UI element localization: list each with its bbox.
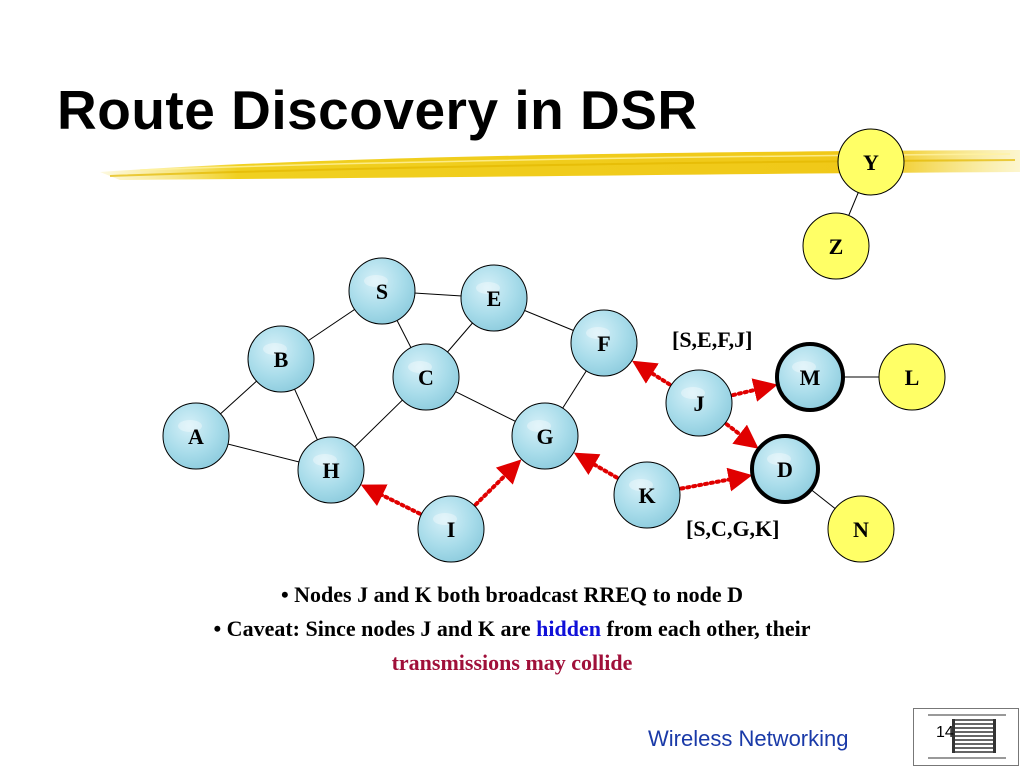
node-texture-I bbox=[433, 513, 457, 525]
node-E: E bbox=[460, 264, 528, 332]
node-label-F: F bbox=[597, 331, 610, 356]
node-texture-J bbox=[681, 387, 705, 399]
node-texture-F bbox=[586, 327, 610, 339]
node-circle-G bbox=[511, 402, 579, 470]
node-label-K: K bbox=[638, 483, 655, 508]
node-label-E: E bbox=[487, 286, 502, 311]
node-F: F bbox=[570, 309, 638, 377]
node-texture-K bbox=[629, 479, 653, 491]
node-circle-Y bbox=[837, 128, 905, 196]
arrow-J-to-D bbox=[724, 422, 759, 449]
slide-title: Route Discovery in DSR bbox=[57, 79, 698, 141]
node-L: L bbox=[878, 343, 946, 411]
node-texture-A bbox=[178, 420, 202, 432]
arrow-I-to-G bbox=[473, 459, 522, 507]
node-label-J: J bbox=[694, 391, 705, 416]
arrow-J-to-M bbox=[731, 378, 778, 402]
node-label-Z: Z bbox=[829, 234, 844, 259]
node-Y: Y bbox=[837, 128, 905, 196]
bullet-list: • Nodes J and K both broadcast RREQ to n… bbox=[0, 578, 1024, 680]
node-H: H bbox=[297, 436, 365, 504]
node-label-H: H bbox=[322, 458, 339, 483]
arrow-K-to-D bbox=[679, 467, 753, 492]
node-circle-I bbox=[417, 495, 485, 563]
node-K: K bbox=[613, 461, 681, 529]
footer-text: Wireless Networking bbox=[648, 726, 849, 751]
node-circle-A bbox=[162, 402, 230, 470]
node-J: J bbox=[665, 369, 733, 437]
node-texture-D bbox=[767, 453, 791, 465]
node-circle-M bbox=[775, 342, 845, 412]
node-texture-C bbox=[408, 361, 432, 373]
node-circle-H bbox=[297, 436, 365, 504]
node-G: G bbox=[511, 402, 579, 470]
route-label-j: [S,E,F,J] bbox=[672, 327, 753, 352]
node-label-N: N bbox=[853, 517, 869, 542]
bullet-2-hidden-word: hidden bbox=[536, 616, 601, 641]
node-texture-S bbox=[364, 275, 388, 287]
node-B: B bbox=[247, 325, 315, 393]
arrow-K-to-G bbox=[573, 452, 619, 480]
page-number: 14 bbox=[936, 724, 954, 741]
node-texture-H bbox=[313, 454, 337, 466]
bullet-1: • Nodes J and K both broadcast RREQ to n… bbox=[280, 582, 744, 607]
university-logo bbox=[913, 708, 1019, 766]
node-S: S bbox=[348, 257, 416, 325]
node-label-G: G bbox=[536, 424, 553, 449]
node-circle-C bbox=[392, 343, 460, 411]
node-circle-Z bbox=[802, 212, 870, 280]
bullet-2-post: from each other, their bbox=[600, 616, 811, 641]
node-I: I bbox=[417, 495, 485, 563]
node-M: M bbox=[775, 342, 845, 412]
arrow-J-to-F bbox=[632, 360, 672, 387]
bullet-2-pre: • Caveat: Since nodes J and K are bbox=[213, 616, 537, 641]
node-Z: Z bbox=[802, 212, 870, 280]
node-texture-E bbox=[476, 282, 500, 294]
node-label-S: S bbox=[376, 279, 388, 304]
node-texture-M bbox=[792, 361, 816, 373]
node-circle-K bbox=[613, 461, 681, 529]
node-circle-N bbox=[827, 495, 895, 563]
node-C: C bbox=[392, 343, 460, 411]
node-A: A bbox=[162, 402, 230, 470]
node-label-L: L bbox=[905, 365, 920, 390]
node-texture-G bbox=[527, 420, 551, 432]
node-label-D: D bbox=[777, 457, 793, 482]
node-circle-E bbox=[460, 264, 528, 332]
node-circle-B bbox=[247, 325, 315, 393]
node-label-C: C bbox=[418, 365, 434, 390]
node-label-I: I bbox=[447, 517, 456, 542]
node-texture-B bbox=[263, 343, 287, 355]
node-circle-F bbox=[570, 309, 638, 377]
node-label-A: A bbox=[188, 424, 204, 449]
node-label-Y: Y bbox=[863, 150, 879, 175]
node-label-M: M bbox=[800, 365, 821, 390]
bullet-2: • Caveat: Since nodes J and K are hidden… bbox=[0, 612, 1024, 646]
node-label-B: B bbox=[274, 347, 289, 372]
node-N: N bbox=[827, 495, 895, 563]
node-circle-L bbox=[878, 343, 946, 411]
bullet-3: transmissions may collide bbox=[391, 650, 633, 675]
node-circle-S bbox=[348, 257, 416, 325]
route-label-k: [S,C,G,K] bbox=[686, 516, 780, 541]
node-D: D bbox=[750, 434, 820, 504]
arrow-I-to-H bbox=[360, 484, 422, 516]
node-circle-J bbox=[665, 369, 733, 437]
node-circle-D bbox=[750, 434, 820, 504]
